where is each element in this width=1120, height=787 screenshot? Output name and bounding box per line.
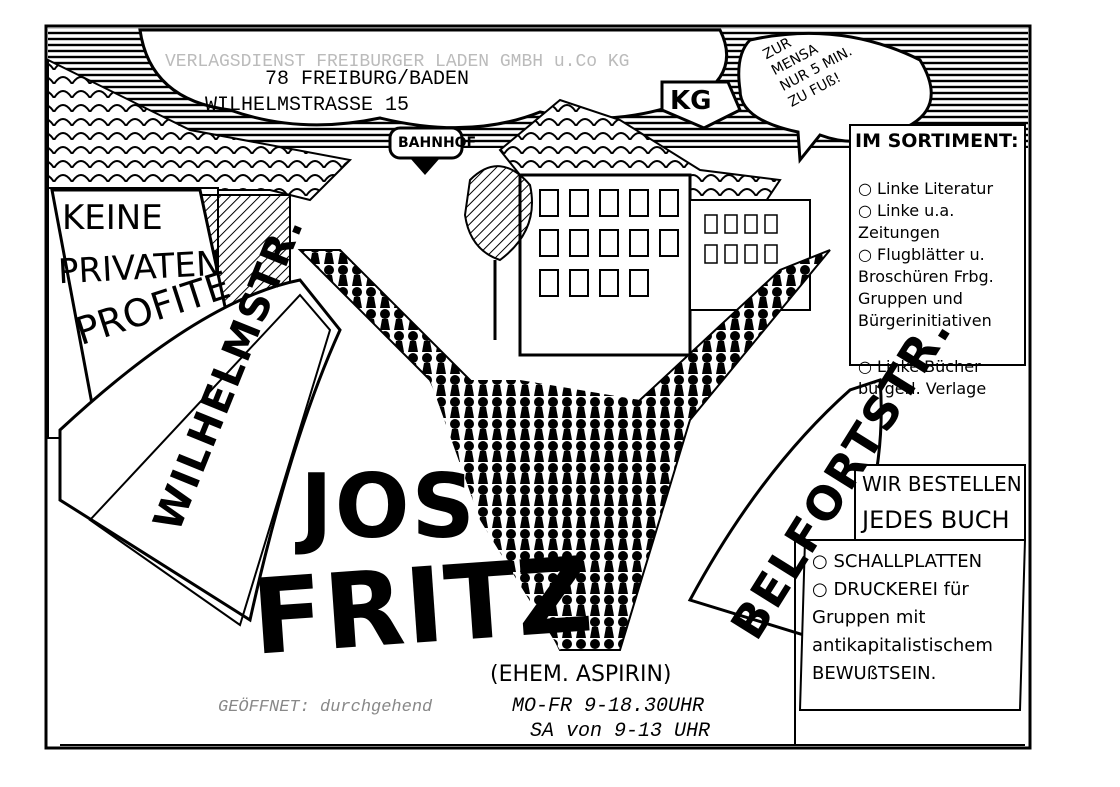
assortment-title: IM SORTIMENT: [855, 130, 1019, 152]
hours-label: GEÖFFNET: durchgehend [218, 698, 433, 717]
assortment-item: ○ Flugblätter u. Broschüren Frbg. Gruppe… [858, 245, 994, 330]
more-list: ○ SCHALLPLATTEN ○ DRUCKEREI für Gruppen … [812, 548, 1022, 688]
logo-line-1: JOS [300, 455, 477, 558]
logo-former-name: (EHEM. ASPIRIN) [490, 662, 672, 687]
assortment-item: ○ Linke Literatur [858, 179, 994, 198]
order-line-2: JEDES BUCH [862, 506, 1010, 534]
assortment-item: ○ Linke Bücher bürgerl. Verlage [858, 357, 987, 398]
logo-line-2: FRITZ [248, 533, 598, 679]
address-street: WILHELMSTRASSE 15 [205, 94, 410, 117]
company-name: VERLAGSDIENST FREIBURGER LADEN GMBH u.Co… [165, 52, 630, 72]
address-city: 78 FREIBURG/BADEN [265, 68, 470, 91]
hours-saturday: SA von 9-13 UHR [530, 720, 711, 743]
assortment-item: ○ Linke u.a. Zeitungen [858, 201, 955, 242]
order-line-1: WIR BESTELLEN [862, 472, 1022, 496]
kg-sign: KG [670, 86, 712, 116]
hours-weekday: MO-FR 9-18.30UHR [512, 695, 705, 718]
assortment-list: ○ Linke Literatur ○ Linke u.a. Zeitungen… [858, 178, 1023, 400]
banner-line-1: KEINE [62, 198, 163, 238]
more-item: ○ SCHALLPLATTEN [812, 551, 983, 572]
bahnhof-sign: BAHNHOF [398, 135, 477, 151]
more-item: ○ DRUCKEREI für Gruppen mit antikapitali… [812, 579, 993, 684]
